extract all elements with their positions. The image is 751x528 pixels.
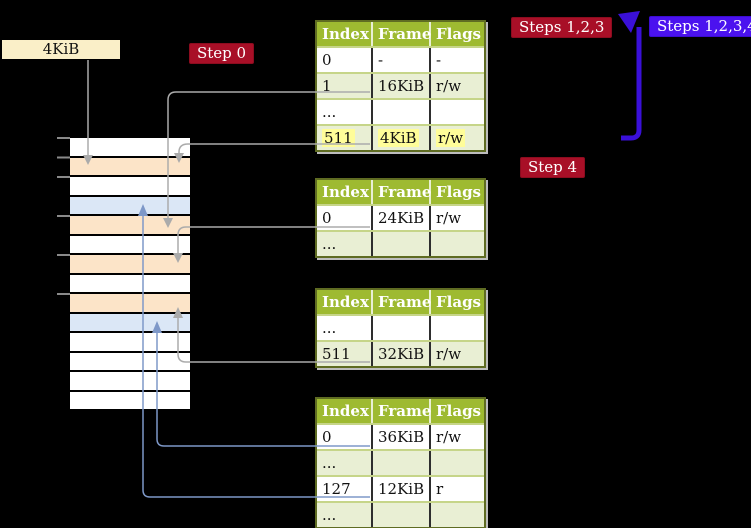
cell-flags [431,232,484,256]
memory-column [70,138,190,411]
memory-frame-row [70,352,190,372]
memory-frame-row [70,274,190,294]
table-row: ... [317,230,484,256]
table-row: 0 24KiB r/w [317,204,484,230]
header-cell-frame: Frame [373,290,431,314]
table-row: 0 - - [317,46,484,72]
cell-flags: r/w [436,77,462,95]
cell-index: 0 [317,425,373,449]
page-table-4: Index Frame Flags 0 36KiB r/w ... 127 12… [315,397,486,528]
cell-frame [373,316,431,340]
memory-frame-row [70,177,190,197]
table-row-highlighted: 511 4KiB r/w [317,124,484,150]
memory-frame-row [70,372,190,392]
header-cell-index: Index [317,290,373,314]
memory-frame-row [70,157,190,177]
steps123-badge: Steps 1,2,3 [511,17,613,38]
header-cell-index: Index [317,180,373,204]
cell-frame [373,503,431,527]
cell-flags [431,451,484,475]
table-row: 1 16KiB r/w [317,72,484,98]
table-row: ... [317,314,484,340]
header-cell-index: Index [317,399,373,423]
cell-index: 0 [317,48,373,72]
address-tick-marks [57,137,70,295]
cell-index: 127 [317,477,373,501]
cell-index: ... [317,503,373,527]
cell-frame: 32KiB [373,342,431,366]
cell-frame: 24KiB [373,206,431,230]
table-header-row: Index Frame Flags [317,290,484,314]
memory-frame-row [70,313,190,333]
memory-frame-row [70,333,190,353]
cell-flags: r/w [436,129,466,147]
cell-index: 511 [317,126,373,150]
table-header-row: Index Frame Flags [317,180,484,204]
table-row: 511 32KiB r/w [317,340,484,366]
cell-flags [431,503,484,527]
header-cell-flags: Flags [436,293,481,311]
memory-frame-row [70,294,190,314]
cell-flags: r/w [436,428,462,446]
memory-frame-row [70,138,190,158]
memory-frame-row [70,216,190,236]
cell-frame [373,451,431,475]
cell-frame [373,100,431,124]
cell-index: 0 [317,206,373,230]
header-cell-flags: Flags [436,183,481,201]
page-table-2: Index Frame Flags 0 24KiB r/w ... [315,178,486,258]
table-row: 0 36KiB r/w [317,423,484,449]
cell-flags: r/w [436,209,462,227]
table-row: ... [317,449,484,475]
loop-arrow [618,11,642,141]
table-row: ... [317,501,484,527]
cell-flags [431,100,484,124]
header-cell-frame: Frame [373,399,431,423]
table-header-row: Index Frame Flags [317,22,484,46]
cell-frame: - [373,48,431,72]
memory-frame-row [70,196,190,216]
cell-frame: 36KiB [373,425,431,449]
cell-index: 511 [317,342,373,366]
memory-frame-row [70,255,190,275]
memory-frame-row [70,391,190,411]
table-header-row: Index Frame Flags [317,399,484,423]
table-row: 127 12KiB r [317,475,484,501]
cell-flags: r [436,480,444,498]
step0-badge: Step 0 [189,43,255,64]
header-cell-frame: Frame [373,180,431,204]
step4-badge: Step 4 [520,157,586,178]
frame-size-label: 4KiB [2,40,120,59]
table-row: ... [317,98,484,124]
header-cell-flags: Flags [436,25,481,43]
cell-index: ... [317,316,373,340]
cell-flags: - [436,51,442,69]
steps1234-badge: Steps 1,2,3,4 [649,16,751,37]
cell-flags: r/w [436,345,462,363]
cell-index: ... [317,100,373,124]
cell-index: 1 [317,74,373,98]
header-cell-index: Index [317,22,373,46]
header-cell-frame: Frame [373,22,431,46]
memory-frame-row [70,235,190,255]
cell-index: ... [317,451,373,475]
cell-frame [373,232,431,256]
cell-frame: 16KiB [373,74,431,98]
header-cell-flags: Flags [436,402,481,420]
cell-flags [431,316,484,340]
page-table-1: Index Frame Flags 0 - - 1 16KiB r/w ... … [315,20,486,152]
cell-index: ... [317,232,373,256]
page-table-3: Index Frame Flags ... 511 32KiB r/w [315,288,486,368]
cell-frame: 4KiB [373,126,431,150]
cell-frame: 12KiB [373,477,431,501]
